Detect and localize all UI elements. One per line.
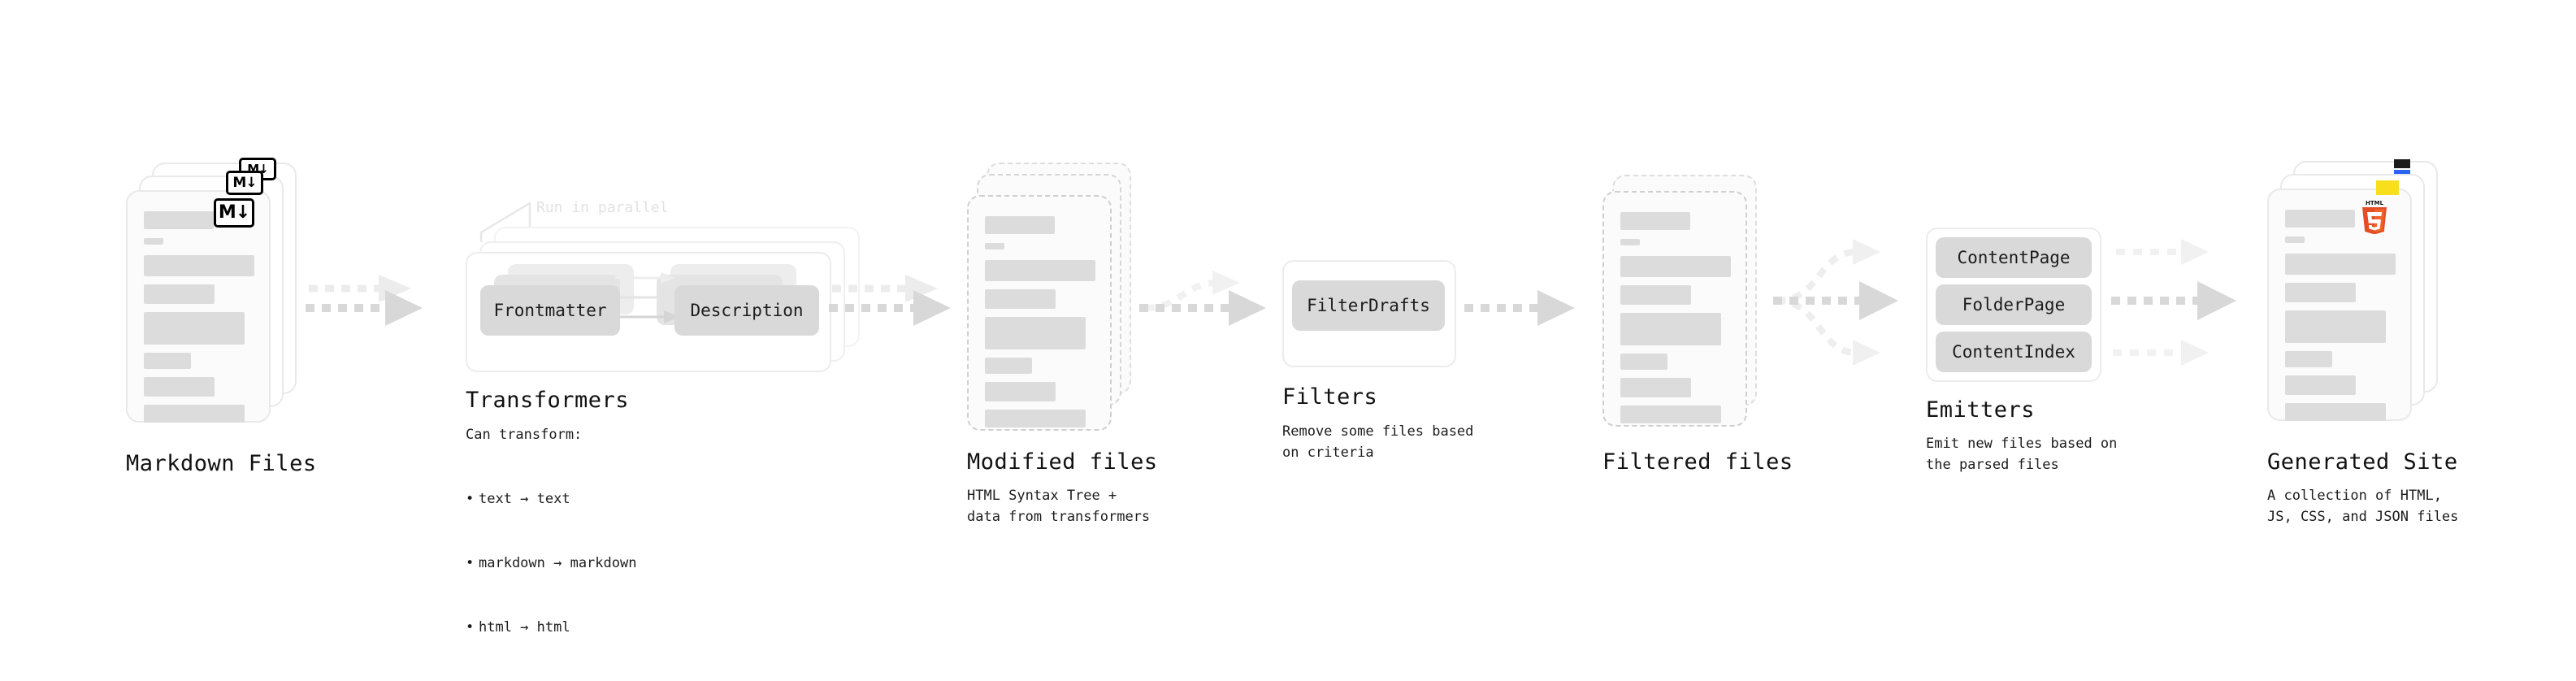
filters-subtitle: Remove some files based on criteria [1282,423,1474,462]
document-line-placeholders [144,211,254,423]
modified-files-title: Modified files [967,449,1158,475]
transformers-bullet-item: •text → text [466,490,570,507]
html5-icon: HTML [2362,200,2387,234]
document-line-placeholders [2285,210,2396,421]
emitter-chip-folderpage[interactable]: FolderPage [1936,284,2092,325]
svg-text:HTML: HTML [2366,200,2384,206]
markdown-files-stack: M↓ M↓ M↓ [126,158,297,423]
document-line-placeholders [985,216,1095,427]
filtered-files-title: Filtered files [1602,449,1793,475]
markdown-file-card-front [126,190,271,423]
arrow-filtered-to-emitters [1773,239,1898,366]
transformer-inner-arrows [615,272,680,323]
generated-site-subtitle: A collection of HTML, JS, CSS, and JSON … [2267,488,2459,526]
transformers-bullet-item: •html → html [466,618,570,635]
arrow-modified-to-filters [1139,271,1266,326]
css3-icon [2394,159,2410,174]
transformer-chip-description[interactable]: Description [674,285,819,336]
filter-chip-filterdrafts[interactable]: FilterDrafts [1292,280,1445,331]
filtered-files-stack [1602,175,1765,435]
emitter-chip-contentpage[interactable]: ContentPage [1936,237,2092,278]
markdown-icon: M↓ [214,198,254,228]
generated-site-stack: HTML [2267,159,2446,425]
arrow-emitters-to-site [2111,239,2236,366]
filtered-file-card-front [1602,191,1747,427]
run-in-parallel-label: Run in parallel [536,199,669,216]
modified-file-card-front [967,195,1112,431]
transformer-chip-frontmatter[interactable]: Frontmatter [480,285,620,336]
generated-site-card-front [2267,189,2412,421]
markdown-files-title: Markdown Files [126,451,317,476]
transformers-title: Transformers [466,388,630,413]
markdown-icon-back-1: M↓ [226,171,263,195]
emitters-title: Emitters [1926,397,2036,423]
emitter-chip-contentindex[interactable]: ContentIndex [1936,332,2092,372]
transformers-bullet-list: •text → text •markdown → markdown •html … [466,445,636,659]
modified-files-stack [967,163,1138,431]
arrow-filters-to-filtered [1464,290,1575,326]
modified-files-subtitle: HTML Syntax Tree + data from transformer… [967,488,1151,526]
transformers-subtitle: Can transform: [466,427,583,443]
arrow-transformers-to-modified [829,275,951,326]
transformers-bullet-item: •markdown → markdown [466,554,637,571]
generated-site-title: Generated Site [2267,449,2458,475]
document-line-placeholders [1620,212,1731,423]
emitters-subtitle: Emit new files based on the parsed files [1926,436,2118,474]
arrow-markdown-to-transformers [306,275,423,326]
javascript-icon [2376,180,2399,195]
run-in-parallel-bracket [479,202,531,242]
filters-title: Filters [1282,384,1378,410]
